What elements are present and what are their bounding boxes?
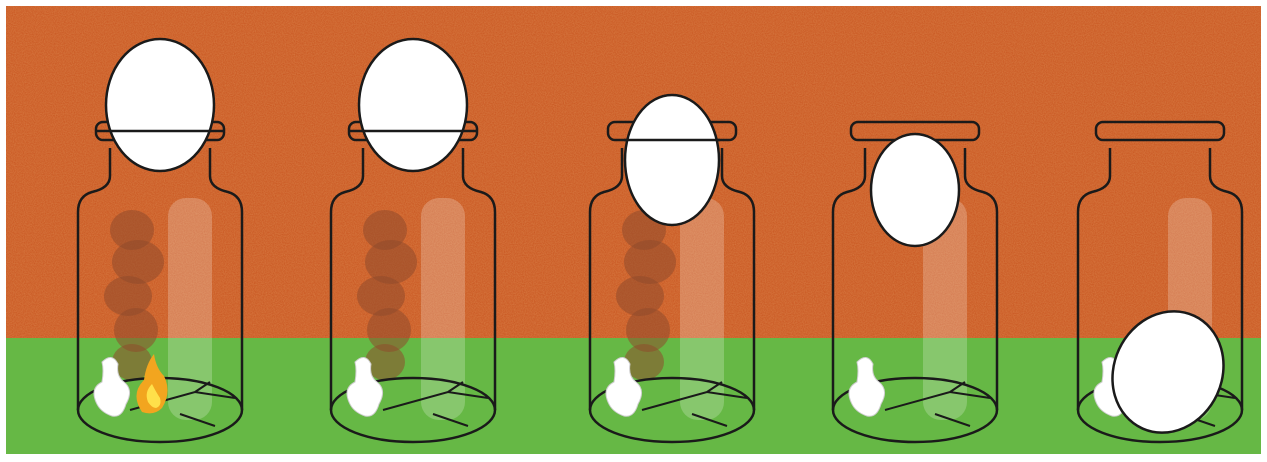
jar-highlight bbox=[421, 198, 465, 420]
egg bbox=[625, 95, 719, 225]
jar-highlight bbox=[680, 198, 724, 420]
egg bbox=[359, 39, 467, 171]
egg bbox=[106, 39, 214, 171]
egg bbox=[871, 134, 959, 246]
jar-highlight bbox=[168, 198, 212, 420]
